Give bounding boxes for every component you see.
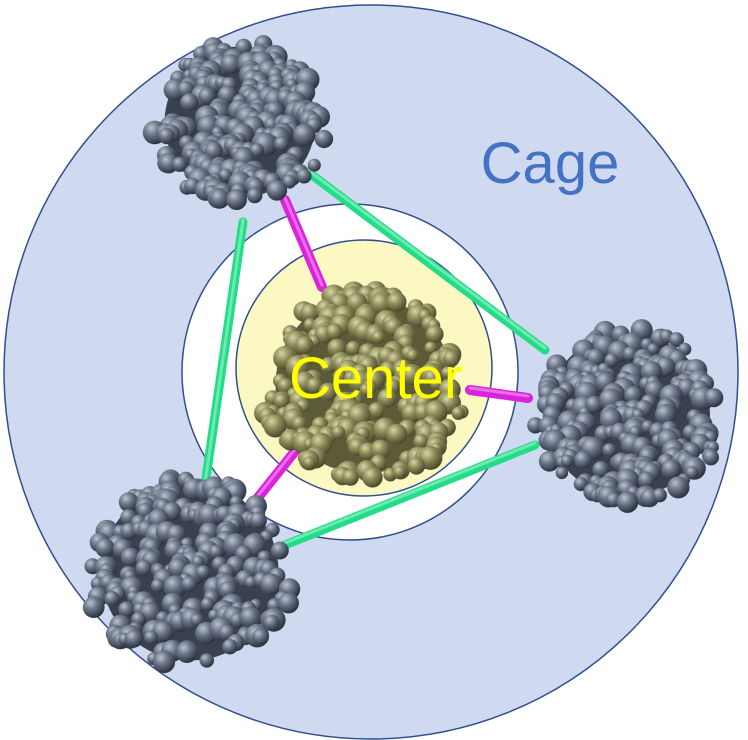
cage-label: Cage bbox=[481, 131, 620, 196]
atom-sphere bbox=[702, 448, 720, 466]
atom-sphere bbox=[249, 511, 268, 530]
atom-sphere bbox=[362, 466, 383, 488]
atom-sphere bbox=[325, 323, 344, 341]
atom-sphere bbox=[307, 158, 322, 172]
link-highlight bbox=[250, 441, 302, 505]
center-protein bbox=[253, 280, 469, 488]
atom-sphere bbox=[668, 331, 685, 348]
link-highlight bbox=[306, 168, 547, 350]
atom-sphere bbox=[95, 538, 115, 558]
atom-sphere bbox=[158, 127, 176, 145]
atom-sphere bbox=[407, 456, 426, 475]
atom-sphere bbox=[198, 87, 217, 106]
cage-link-cage-protein-bottom-left-cage-protein-top-left bbox=[200, 217, 248, 490]
link-highlight bbox=[283, 441, 537, 545]
atom-sphere bbox=[195, 565, 211, 580]
link-highlight bbox=[283, 196, 324, 287]
cage-link-cage-protein-right-cage-protein-bottom-left bbox=[280, 440, 540, 550]
atom-sphere bbox=[560, 454, 574, 468]
atom-sphere bbox=[252, 628, 270, 646]
atom-sphere bbox=[150, 578, 166, 593]
atom-sphere bbox=[175, 640, 199, 664]
cage-protein-right bbox=[526, 318, 724, 514]
atom-sphere bbox=[282, 174, 297, 189]
atom-sphere bbox=[318, 382, 338, 402]
proteins-group bbox=[82, 34, 724, 674]
atom-sphere bbox=[221, 638, 238, 655]
atom-sphere bbox=[392, 465, 407, 480]
atom-sphere bbox=[273, 136, 290, 152]
atom-sphere bbox=[270, 541, 290, 560]
atom-sphere bbox=[152, 650, 176, 674]
atom-sphere bbox=[124, 629, 144, 648]
atom-sphere bbox=[424, 341, 438, 355]
atom-sphere bbox=[263, 614, 280, 632]
atom-sphere bbox=[82, 596, 105, 619]
center-label: Center bbox=[289, 346, 463, 411]
atom-sphere bbox=[573, 450, 593, 470]
atom-sphere bbox=[104, 590, 120, 607]
atom-sphere bbox=[246, 187, 263, 204]
atom-sphere bbox=[199, 652, 215, 668]
atom-sphere bbox=[200, 597, 215, 612]
atom-sphere bbox=[292, 123, 316, 147]
atom-sphere bbox=[616, 491, 639, 514]
atom-sphere bbox=[555, 466, 569, 480]
center-link-center-protein-cage-protein-top-left bbox=[280, 195, 327, 292]
center-link-center-protein-cage-protein-bottom-left bbox=[247, 440, 305, 510]
cage-protein-bottom-left bbox=[82, 469, 301, 674]
atom-sphere bbox=[602, 442, 617, 458]
atom-sphere bbox=[442, 350, 460, 368]
atom-sphere bbox=[604, 352, 619, 368]
atom-sphere bbox=[302, 456, 317, 470]
atom-sphere bbox=[171, 156, 188, 173]
atom-sphere bbox=[277, 592, 300, 614]
atom-sphere bbox=[226, 189, 248, 211]
atom-sphere bbox=[314, 129, 334, 149]
atom-sphere bbox=[704, 387, 724, 408]
atom-sphere bbox=[359, 383, 373, 397]
atom-sphere bbox=[181, 576, 198, 593]
links-group bbox=[200, 167, 550, 550]
link-highlight bbox=[203, 218, 245, 485]
atom-sphere bbox=[652, 487, 668, 503]
atom-sphere bbox=[425, 325, 444, 344]
cage-protein-top-left bbox=[142, 34, 334, 211]
atom-sphere bbox=[341, 468, 360, 487]
atom-sphere bbox=[386, 423, 408, 446]
atom-sphere bbox=[263, 414, 288, 438]
cage-link-cage-protein-top-left-cage-protein-right bbox=[303, 167, 550, 355]
atom-sphere bbox=[406, 349, 420, 362]
atom-sphere bbox=[179, 93, 199, 112]
atom-sphere bbox=[331, 425, 346, 440]
atom-sphere bbox=[377, 388, 398, 409]
atom-sphere bbox=[386, 291, 407, 313]
atom-sphere bbox=[266, 179, 288, 201]
atom-sphere bbox=[667, 475, 690, 499]
atom-sphere bbox=[143, 630, 159, 645]
atom-sphere bbox=[573, 476, 589, 492]
atom-sphere bbox=[371, 330, 386, 345]
atom-sphere bbox=[296, 168, 312, 184]
center-link-center-protein-cage-protein-right bbox=[465, 385, 533, 403]
link-highlight bbox=[468, 386, 530, 398]
atom-sphere bbox=[190, 613, 204, 627]
atom-sphere bbox=[451, 406, 466, 421]
atom-sphere bbox=[135, 559, 153, 577]
